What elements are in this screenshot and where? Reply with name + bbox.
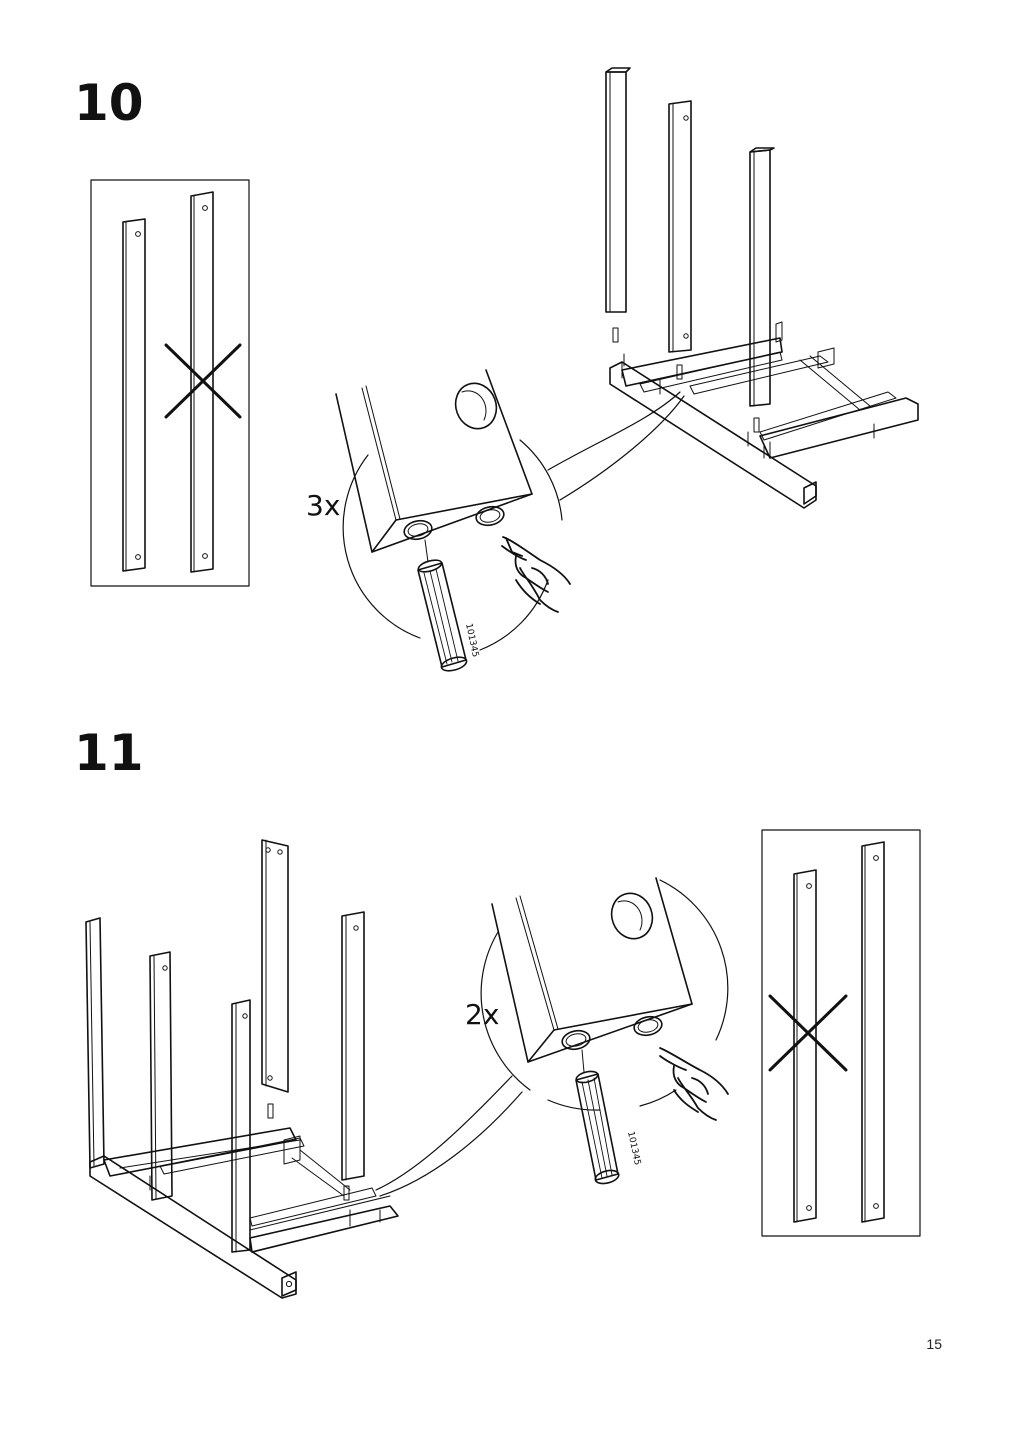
dowel-quantity: 3x xyxy=(306,489,340,522)
leg-end-closeup xyxy=(491,877,693,1073)
dowel-quantity: 2x xyxy=(465,998,499,1031)
leg-end-closeup xyxy=(335,369,533,563)
step-11-number: 11 xyxy=(74,724,144,782)
dowel-part-number: 101345 xyxy=(625,1131,642,1167)
dowel-detail: 101345 3x xyxy=(306,369,685,672)
wooden-dowel-icon xyxy=(575,1070,620,1185)
page-number: 15 xyxy=(926,1336,942,1352)
wrong-orientation-cross-icon xyxy=(768,994,848,1072)
leg-orientation-box xyxy=(761,829,921,1237)
dowel-detail: 101345 2x xyxy=(375,877,729,1197)
wooden-dowel-icon xyxy=(417,559,468,672)
wrong-leg xyxy=(190,191,214,573)
frame-assembly-step11 xyxy=(85,839,399,1299)
wrong-leg xyxy=(793,869,817,1223)
wrong-orientation-cross-icon xyxy=(164,343,242,419)
leg-orientation-box xyxy=(90,179,250,587)
correct-leg xyxy=(861,841,885,1223)
dowel-part-number: 101345 xyxy=(463,623,480,659)
pointing-hand-icon xyxy=(659,1047,729,1121)
step-10-illustration: 101345 3x xyxy=(90,67,919,672)
step-10-number: 10 xyxy=(74,74,144,132)
frame-assembly-step10 xyxy=(605,67,919,509)
correct-leg xyxy=(122,218,146,572)
step-11-illustration: 101345 2x xyxy=(85,829,921,1299)
pointing-hand-icon xyxy=(501,536,571,613)
